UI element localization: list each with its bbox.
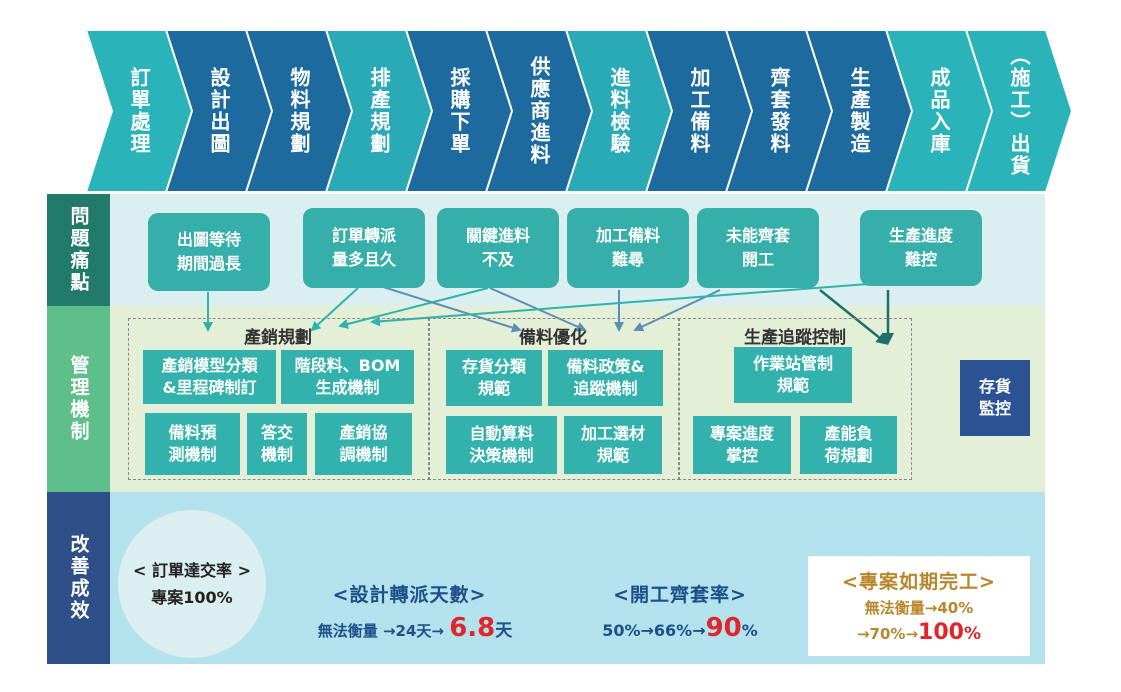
kit-rate-title: <開工齊套率>	[613, 584, 747, 606]
process-step-label: 齊套發料	[767, 67, 791, 155]
group-title-production-planning: 產銷規劃	[244, 328, 312, 348]
process-step: 物料規劃	[246, 30, 352, 192]
on-time-title: <專案如期完工>	[842, 571, 996, 593]
mechanism-box: 產能負荷規劃	[800, 416, 897, 474]
process-step: 進料檢驗	[566, 30, 672, 192]
mechanism-box: 產銷協調機制	[315, 413, 412, 475]
arrow	[379, 285, 522, 333]
on-time-line2: →70%→100%	[856, 620, 982, 645]
process-step-label: （施工）出貨	[1007, 45, 1031, 177]
process-step: 成品入庫	[886, 30, 992, 192]
on-time-box	[808, 556, 1030, 656]
mechanism-box: 自動算料決策機制	[446, 416, 557, 474]
mechanism-box: 答交機制	[247, 413, 307, 475]
process-step-label: 物料規劃	[287, 67, 311, 155]
order-rate-circle	[118, 510, 266, 658]
design-days-values: 無法衡量 →24天→ 6.8天	[317, 613, 513, 643]
process-step: 排產規劃	[326, 30, 432, 192]
order-rate-title: < 訂單達交率 >	[133, 561, 251, 580]
design-days-title: <設計轉派天數>	[332, 584, 487, 606]
pain-point-key-material: 關鍵進料不及	[437, 208, 559, 288]
process-step-label: 生產製造	[847, 67, 871, 155]
arrow	[338, 287, 489, 329]
process-step-label: 成品入庫	[927, 67, 951, 155]
group-production-planning	[128, 318, 430, 480]
mechanism-box: 專案進度掌控	[693, 416, 791, 474]
group-title-material-optimization: 備料優化	[519, 328, 587, 348]
mechanism-box: 產銷模型分類&里程碑制訂	[143, 350, 276, 404]
group-production-tracking	[678, 318, 912, 480]
mechanism-box: 存貨分類規範	[446, 350, 542, 406]
group-material-optimization	[428, 318, 680, 480]
arrow	[370, 283, 869, 327]
process-step-label: 供應商進料	[527, 56, 551, 166]
pain-point-order-transfer: 訂單轉派量多且久	[303, 208, 425, 288]
order-rate-value: 專案100%	[151, 588, 233, 607]
mechanism-box: 備料政策&追蹤機制	[548, 350, 663, 406]
mechanism-box: 加工選材規範	[564, 416, 662, 474]
kit-rate-highlight: 90	[705, 613, 742, 643]
process-step: 齊套發料	[726, 30, 832, 192]
process-step: 生產製造	[806, 30, 912, 192]
process-step: 供應商進料	[486, 30, 592, 192]
arrow	[819, 289, 889, 345]
group-title-production-tracking: 生產追蹤控制	[744, 328, 846, 348]
process-step-label: 設計出圖	[207, 67, 231, 155]
process-step: 設計出圖	[166, 30, 272, 192]
process-step: 加工備料	[646, 30, 752, 192]
process-step: （施工）出貨	[966, 30, 1072, 192]
pain-point-processing-material: 加工備料難尋	[567, 208, 689, 288]
process-step: 採購下單	[406, 30, 512, 192]
pain-point-kit-start: 未能齊套開工	[697, 208, 819, 288]
process-step-label: 訂單處理	[127, 67, 151, 155]
section-header-results: 改善成效	[47, 492, 110, 664]
inventory-monitor-box: 存貨監控	[960, 360, 1030, 436]
design-days-highlight: 6.8	[449, 613, 496, 643]
arrow	[310, 287, 359, 332]
on-time-highlight: 100	[918, 620, 964, 645]
on-time-line1: 無法衡量→40%	[864, 599, 974, 617]
process-step-label: 排產規劃	[367, 67, 391, 155]
mechanism-box: 作業站管制規範	[734, 347, 852, 403]
process-step-label: 加工備料	[687, 67, 711, 155]
section-header-pain-points: 問題痛點	[47, 194, 110, 306]
section-header-mechanisms: 管理機制	[47, 306, 110, 492]
mechanism-box: 備料預測機制	[145, 413, 240, 475]
kit-rate-values: 50%→66%→90%	[602, 613, 758, 643]
pain-point-production-progress: 生產進度難控	[860, 210, 982, 286]
process-step: 訂單處理	[86, 30, 192, 192]
pain-point-drawing-wait: 出圖等待期間過長	[148, 213, 270, 291]
process-step-label: 採購下單	[447, 67, 471, 155]
process-step-label: 進料檢驗	[607, 67, 631, 155]
